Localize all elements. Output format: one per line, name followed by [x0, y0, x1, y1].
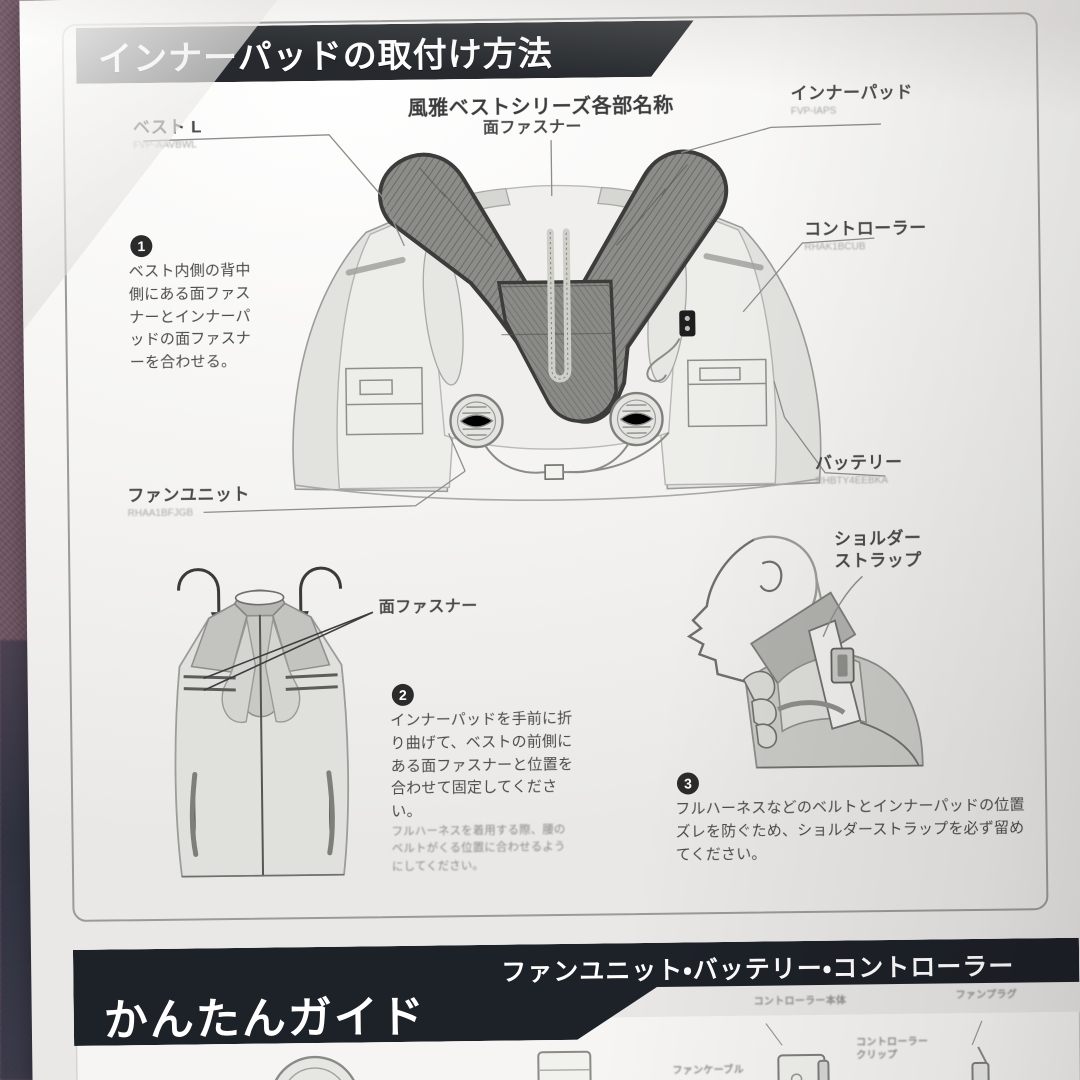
label-inner-pad-code: FVP-IAPS [790, 105, 837, 118]
label-battery-text: バッテリー [814, 452, 903, 473]
label-controller-text: コントローラー [804, 218, 927, 239]
label-vest-l: ベスト L FVP-AAVBWL [133, 116, 202, 153]
label-fan-unit: ファンユニット RHAA1BFJGB [127, 484, 250, 521]
mini-label-controller-clip: コントローラー クリップ [856, 1036, 929, 1062]
mini-label-fan-plug: ファンプラグ [955, 989, 1018, 1002]
shoulder-strap-leader [822, 575, 863, 638]
label-inner-pad-text: インナーパッド [790, 82, 913, 104]
label-shoulder-strap: ショルダー ストラップ [833, 528, 922, 571]
manual-page-sheet: インナーパッドの取付け方法 風雅ベストシリーズ各部名称 面ファスナー [19, 0, 1080, 1080]
step-2-number: 2 [391, 683, 414, 707]
step-1-text: ベスト内側の背中側にある面ファスナーとインナーパッドの面ファスナーを合わせる。 [128, 261, 252, 372]
hook-loop-leader [203, 611, 374, 692]
step-3-number: 3 [676, 772, 700, 795]
label-vest-l-text: ベスト L [132, 117, 202, 138]
label-fan-unit-code: RHAA1BFJGB [127, 507, 194, 520]
label-battery-code: RHBTY4EEBKA [815, 475, 889, 488]
mini-label-controller-body: コントローラー本体 [753, 995, 847, 1008]
page-content: インナーパッドの取付け方法 風雅ベストシリーズ各部名称 面ファスナー [19, 0, 1080, 1080]
step-2-text: インナーパッドを手前に折り曲げて、ベストの前側にある面ファスナーと位置を合わせて… [390, 709, 574, 821]
step-3-text: フルハーネスなどのベルトとインナーパッドの位置ズレを防ぐため、ショルダーストラッ… [675, 796, 1025, 864]
step-1-number: 1 [130, 234, 153, 258]
shoulder-strap-diagram [686, 535, 924, 769]
quick-guide-parts-diagram [269, 1020, 990, 1080]
label-controller: コントローラー RHAK1BCUB [804, 217, 927, 254]
step-2-note: フルハーネスを着用する際、腰のベルトがくる位置に合わせるようにしてください。 [391, 823, 566, 873]
mini-label-fan-cable: ファンケーブル [672, 1064, 745, 1077]
vest-back-diagram [292, 149, 822, 501]
label-hook-loop-mid: 面ファスナー [378, 598, 478, 617]
label-battery: バッテリー RHBTY4EEBKA [815, 452, 903, 489]
label-inner-pad: インナーパッド FVP-IAPS [790, 82, 913, 119]
label-vest-l-code: FVP-AAVBWL [133, 139, 197, 152]
section-banner-title: インナーパッドの取付け方法 [97, 34, 553, 79]
label-controller-code: RHAK1BCUB [804, 241, 866, 254]
quick-guide-subtitle: ファンユニット・バッテリー・コントローラー [501, 952, 1015, 987]
section-banner-inner-pad: インナーパッドの取付け方法 [76, 20, 695, 84]
label-fan-unit-text: ファンユニット [127, 484, 251, 506]
